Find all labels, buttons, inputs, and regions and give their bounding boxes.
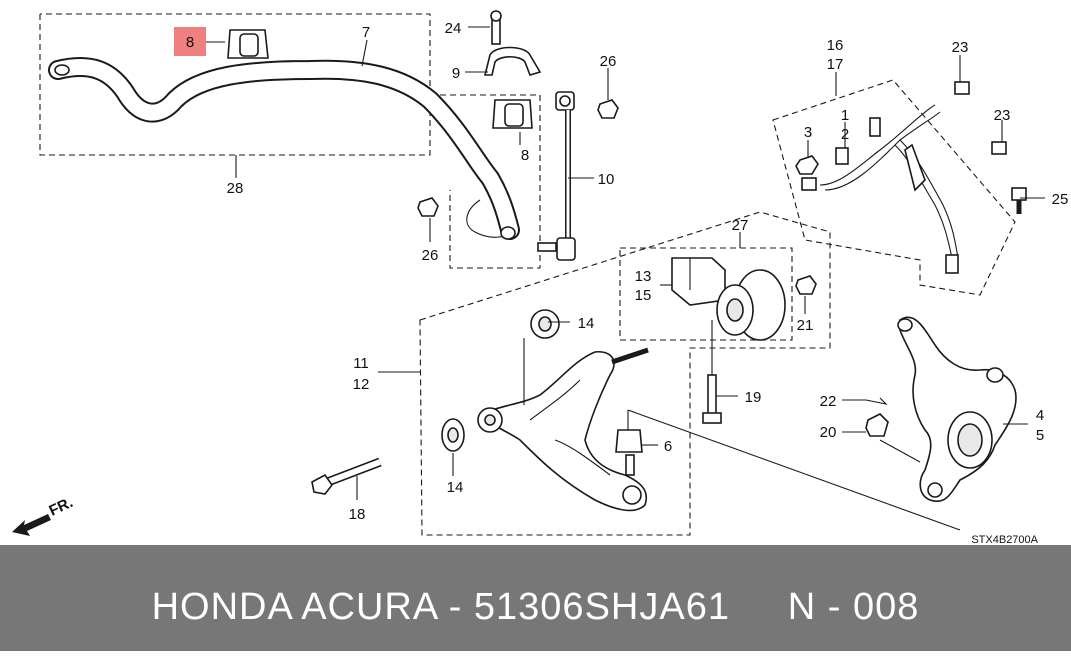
callout-24: 24 (445, 20, 462, 37)
stabilizer-bushing-icon (227, 29, 269, 59)
flange-nut-icon (597, 99, 619, 119)
callout-5: 5 (1036, 427, 1044, 444)
callout-23-top: 23 (952, 39, 969, 56)
callout-25: 25 (1052, 191, 1069, 208)
callout-9: 9 (452, 65, 460, 82)
stabilizer-bushing-2-icon (492, 99, 533, 129)
ball-joint-icon (615, 429, 643, 476)
bushing-holder-icon (483, 10, 542, 76)
callout-2: 2 (841, 126, 849, 143)
callout-1: 1 (841, 107, 849, 124)
washer-icon (530, 309, 560, 339)
castle-nut-icon (865, 413, 889, 437)
callout-6: 6 (664, 438, 672, 455)
highlight-box (174, 27, 206, 56)
callout-23-mid: 23 (994, 107, 1011, 124)
callout-11: 11 (353, 355, 369, 372)
stabilizer-group-box (39, 13, 431, 156)
stabilizer-bar (48, 57, 520, 240)
callout-16: 16 (827, 37, 844, 54)
clip-icon (795, 155, 819, 175)
knuckle-icon (897, 316, 1017, 502)
bushing-group-box (619, 247, 793, 341)
lower-arm-icon (477, 347, 649, 512)
exploded-view-drawing: 8 (12, 10, 1069, 546)
direction-label: FR. (47, 494, 76, 520)
stabilizer-link-icon (537, 91, 576, 261)
callout-27: 27 (732, 217, 749, 234)
callout-4: 4 (1036, 407, 1044, 424)
compliance-bushing-icon (671, 257, 786, 341)
adjusting-bolt-icon (311, 457, 382, 495)
leader-lines (235, 26, 1045, 531)
cotter-pin-icon (865, 397, 888, 405)
sensor-bolt-icon (954, 81, 1027, 214)
drawing-code: STX4B2700A (971, 534, 1038, 545)
callout-3: 3 (804, 124, 812, 141)
callout-26-lower: 26 (422, 247, 439, 264)
washer-2-icon (441, 418, 465, 452)
callout-20: 20 (820, 424, 837, 441)
callout-22: 22 (820, 393, 837, 410)
callout-12: 12 (353, 376, 370, 393)
callout-14-top: 14 (578, 315, 595, 332)
callout-19: 19 (745, 389, 762, 406)
footer-bar: HONDA ACURA - 51306SHJA61 N - 008 (0, 545, 1071, 651)
flange-nut-2-icon (417, 197, 439, 217)
sensor-group-box (772, 79, 1016, 296)
lower-arm-group-box (419, 211, 831, 536)
callout-10: 10 (598, 171, 615, 188)
flange-bolt-icon (702, 374, 722, 424)
callout-13: 13 (635, 268, 652, 285)
callout-15: 15 (635, 287, 652, 304)
callout-14-bottom: 14 (447, 479, 464, 496)
callout-7: 7 (362, 24, 370, 41)
footer-part-number-text: HONDA ACURA - 51306SHJA61 N - 008 (151, 586, 920, 628)
flange-nut-3-icon (795, 275, 817, 295)
callout-8-lower: 8 (521, 147, 529, 164)
stabilizer-link-group-box (430, 94, 541, 269)
parts-diagram: 8 (12, 10, 1069, 546)
wheel-speed-sensor-icon (801, 104, 959, 274)
callout-21: 21 (797, 317, 814, 334)
front-direction-arrow-icon (12, 514, 51, 536)
callout-18: 18 (349, 506, 366, 523)
callout-28: 28 (227, 180, 244, 197)
callout-26-top: 26 (600, 53, 617, 70)
callout-8-highlighted: 8 (186, 34, 194, 51)
callout-17: 17 (827, 56, 844, 73)
